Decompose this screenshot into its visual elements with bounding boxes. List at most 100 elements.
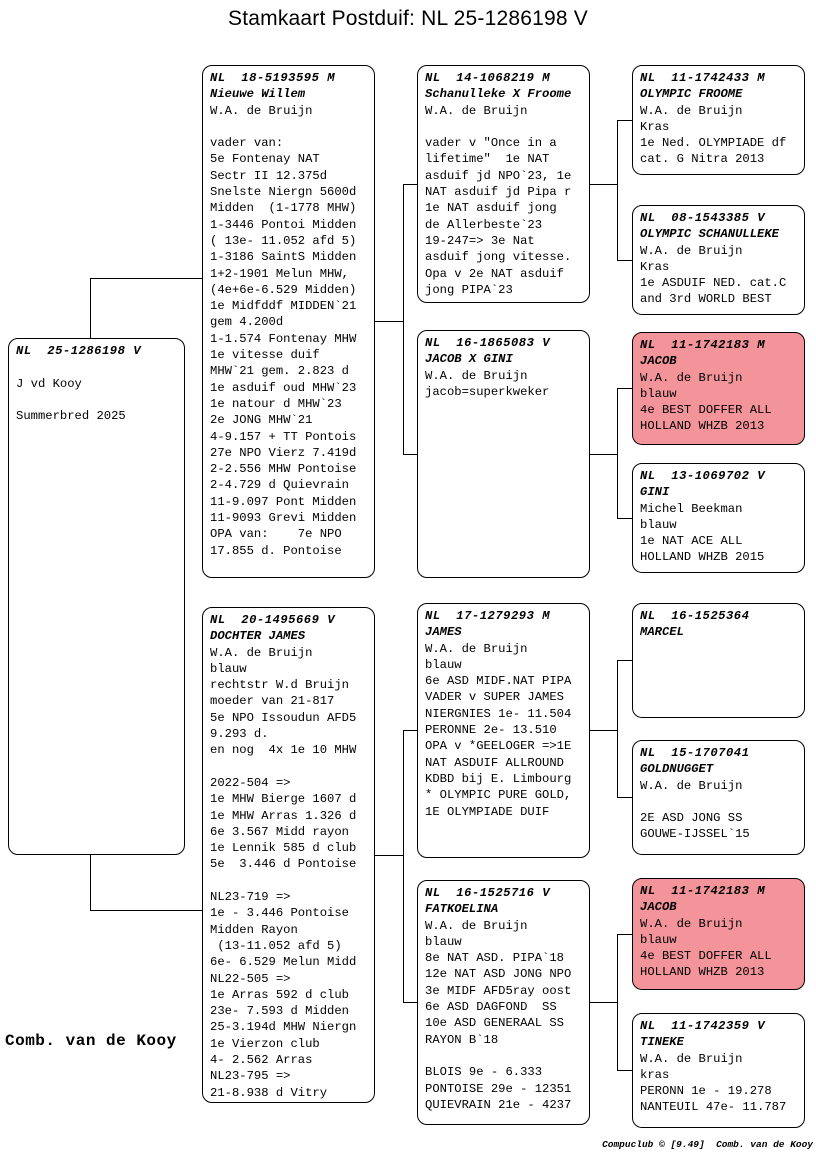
info-line: 8e NAT ASD. PIPA`18 — [425, 951, 564, 966]
info-line: W.A. de Bruijn — [640, 243, 743, 258]
ring-number: NL 18-5193595 M — [210, 71, 336, 85]
pigeon-name: JAMES — [425, 625, 462, 640]
info-line: NAT ASDUIF ALLROUND — [425, 755, 564, 770]
info-line: 5e 3.446 d Pontoise — [210, 857, 357, 872]
info-line: 1e Ned. OLYMPIADE df — [640, 136, 787, 151]
ring-number: NL 15-1707041 — [640, 746, 750, 760]
info-line: W.A. de Bruijn — [425, 641, 528, 656]
info-line: NL22-505 => — [210, 971, 291, 986]
info-line: 1-3446 Pontoi Midden — [210, 217, 357, 232]
info-line: blauw — [640, 386, 677, 401]
info-line: 23e- 7.593 d Midden — [210, 1004, 349, 1019]
info-line: 1E OLYMPIADE DUIF — [425, 804, 550, 819]
pedigree-connector-line — [617, 518, 632, 519]
info-line: ( 13e- 11.052 afd 5) — [210, 233, 357, 248]
pedigree-connector-line — [90, 278, 203, 279]
info-line: Kras — [640, 119, 670, 134]
pigeon-name: Nieuwe Willem — [210, 87, 306, 102]
info-line: W.A. de Bruijn — [210, 645, 313, 660]
info-line: 2-4.729 d Quievrain — [210, 478, 349, 493]
ring-number: NL 11-1742183 M — [640, 884, 766, 898]
info-line — [210, 759, 367, 775]
pigeon-name: FATKOELINA — [425, 902, 499, 917]
info-line: blauw — [425, 657, 462, 672]
info-line: 2-2.556 MHW Pontoise — [210, 462, 357, 477]
info-line: lifetime" 1e NAT — [425, 152, 550, 167]
info-line: PERONN 1e - 19.278 — [640, 1084, 772, 1099]
info-line: Snelste Niergn 5600d — [210, 185, 357, 200]
info-line: W.A. de Bruijn — [210, 103, 313, 118]
info-line: NANTEUIL 47e- 11.787 — [640, 1100, 787, 1115]
info-line: Summerbred 2025 — [16, 409, 126, 424]
info-line: 1e NAT ACE ALL — [640, 534, 743, 549]
ring-number: NL 08-1543385 V — [640, 211, 766, 225]
info-line — [16, 392, 177, 408]
ring-number: NL 11-1742183 M — [640, 338, 766, 352]
info-line: 5e Fontenay NAT — [210, 152, 320, 167]
info-line: 1-3186 SaintS Midden — [210, 250, 357, 265]
pigeon-name: MARCEL — [640, 625, 684, 640]
pedigree-connector-line — [617, 934, 618, 1071]
info-line: 4-9.157 + TT Pontois — [210, 429, 357, 444]
info-line: blauw — [640, 517, 677, 532]
pedigree-connector-line — [403, 1002, 417, 1003]
info-line: 2E ASD JONG SS — [640, 811, 743, 826]
info-line: vader van: — [210, 136, 284, 151]
info-line: 1e ASDUIF NED. cat.C — [640, 276, 787, 291]
info-line: 5e NPO Issoudun AFD5 — [210, 710, 357, 725]
info-line: HOLLAND WHZB 2013 — [640, 419, 765, 434]
info-line: 6e 3.567 Midd rayon — [210, 824, 349, 839]
info-line: 1e - 3.446 Pontoise — [210, 906, 349, 921]
info-line: blauw — [210, 661, 247, 676]
info-line: 10e ASD GENERAAL SS — [425, 1016, 564, 1031]
pedigree-connector-line — [590, 730, 617, 731]
info-line: 3e MIDF AFD5ray oost — [425, 983, 572, 998]
info-line: 19-247=> 3e Nat — [425, 233, 535, 248]
info-line: W.A. de Bruijn — [425, 918, 528, 933]
info-line: 2022-504 => — [210, 775, 291, 790]
info-line: 1e Vierzon club — [210, 1036, 320, 1051]
info-line: PERONNE 2e- 13.510 — [425, 723, 557, 738]
info-line: 1-1.574 Fontenay MHW — [210, 331, 357, 346]
pedigree-connector-line — [617, 660, 618, 798]
pedigree-connector-line — [90, 278, 91, 338]
info-line: W.A. de Bruijn — [640, 370, 743, 385]
info-line: (13-11.052 afd 5) — [210, 938, 342, 953]
info-line: OPA van: 7e NPO — [210, 527, 342, 542]
info-line: Michel Beekman — [640, 501, 743, 516]
info-line: Midden (1-1778 MHW) — [210, 201, 357, 216]
pedigree-connector-line — [403, 184, 417, 185]
info-line: 1e NAT asduif jong — [425, 201, 557, 216]
info-line: 1e Lennik 585 d club — [210, 841, 357, 856]
info-line: blauw — [425, 934, 462, 949]
info-line — [425, 119, 582, 135]
page-title: Stamkaart Postduif: NL 25-1286198 V — [228, 7, 588, 30]
info-line — [210, 873, 367, 889]
ring-number: NL 14-1068219 M — [425, 71, 551, 85]
pedigree-connector-line — [403, 730, 404, 1003]
info-line: asduif jd NPO`23, 1e — [425, 168, 572, 183]
info-line: Kras — [640, 259, 670, 274]
pedigree-connector-line — [617, 934, 632, 935]
info-line: NAT asduif jd Pipa r — [425, 185, 572, 200]
info-line: (4e+6e-6.529 Midden) — [210, 282, 357, 297]
info-line: PONTOISE 29e - 12351 — [425, 1081, 572, 1096]
pedigree-connector-line — [403, 454, 417, 455]
info-line: 4- 2.562 Arras — [210, 1053, 313, 1068]
ring-number: NL 11-1742433 M — [640, 71, 766, 85]
software-credit-label: Compuclub © [9.49] Comb. van de Kooy — [602, 1139, 813, 1150]
info-line: W.A. de Bruijn — [640, 778, 743, 793]
info-line: 1e Arras 592 d club — [210, 987, 349, 1002]
info-line: 11-9.097 Pont Midden — [210, 494, 357, 509]
ring-number: NL 13-1069702 V — [640, 469, 766, 483]
info-line: HOLLAND WHZB 2015 — [640, 550, 765, 565]
info-line: 4e BEST DOFFER ALL — [640, 403, 772, 418]
info-line: de Allerbeste`23 — [425, 217, 543, 232]
info-line: NL23-795 => — [210, 1069, 291, 1084]
info-line: 1e asduif oud MHW`23 — [210, 380, 357, 395]
